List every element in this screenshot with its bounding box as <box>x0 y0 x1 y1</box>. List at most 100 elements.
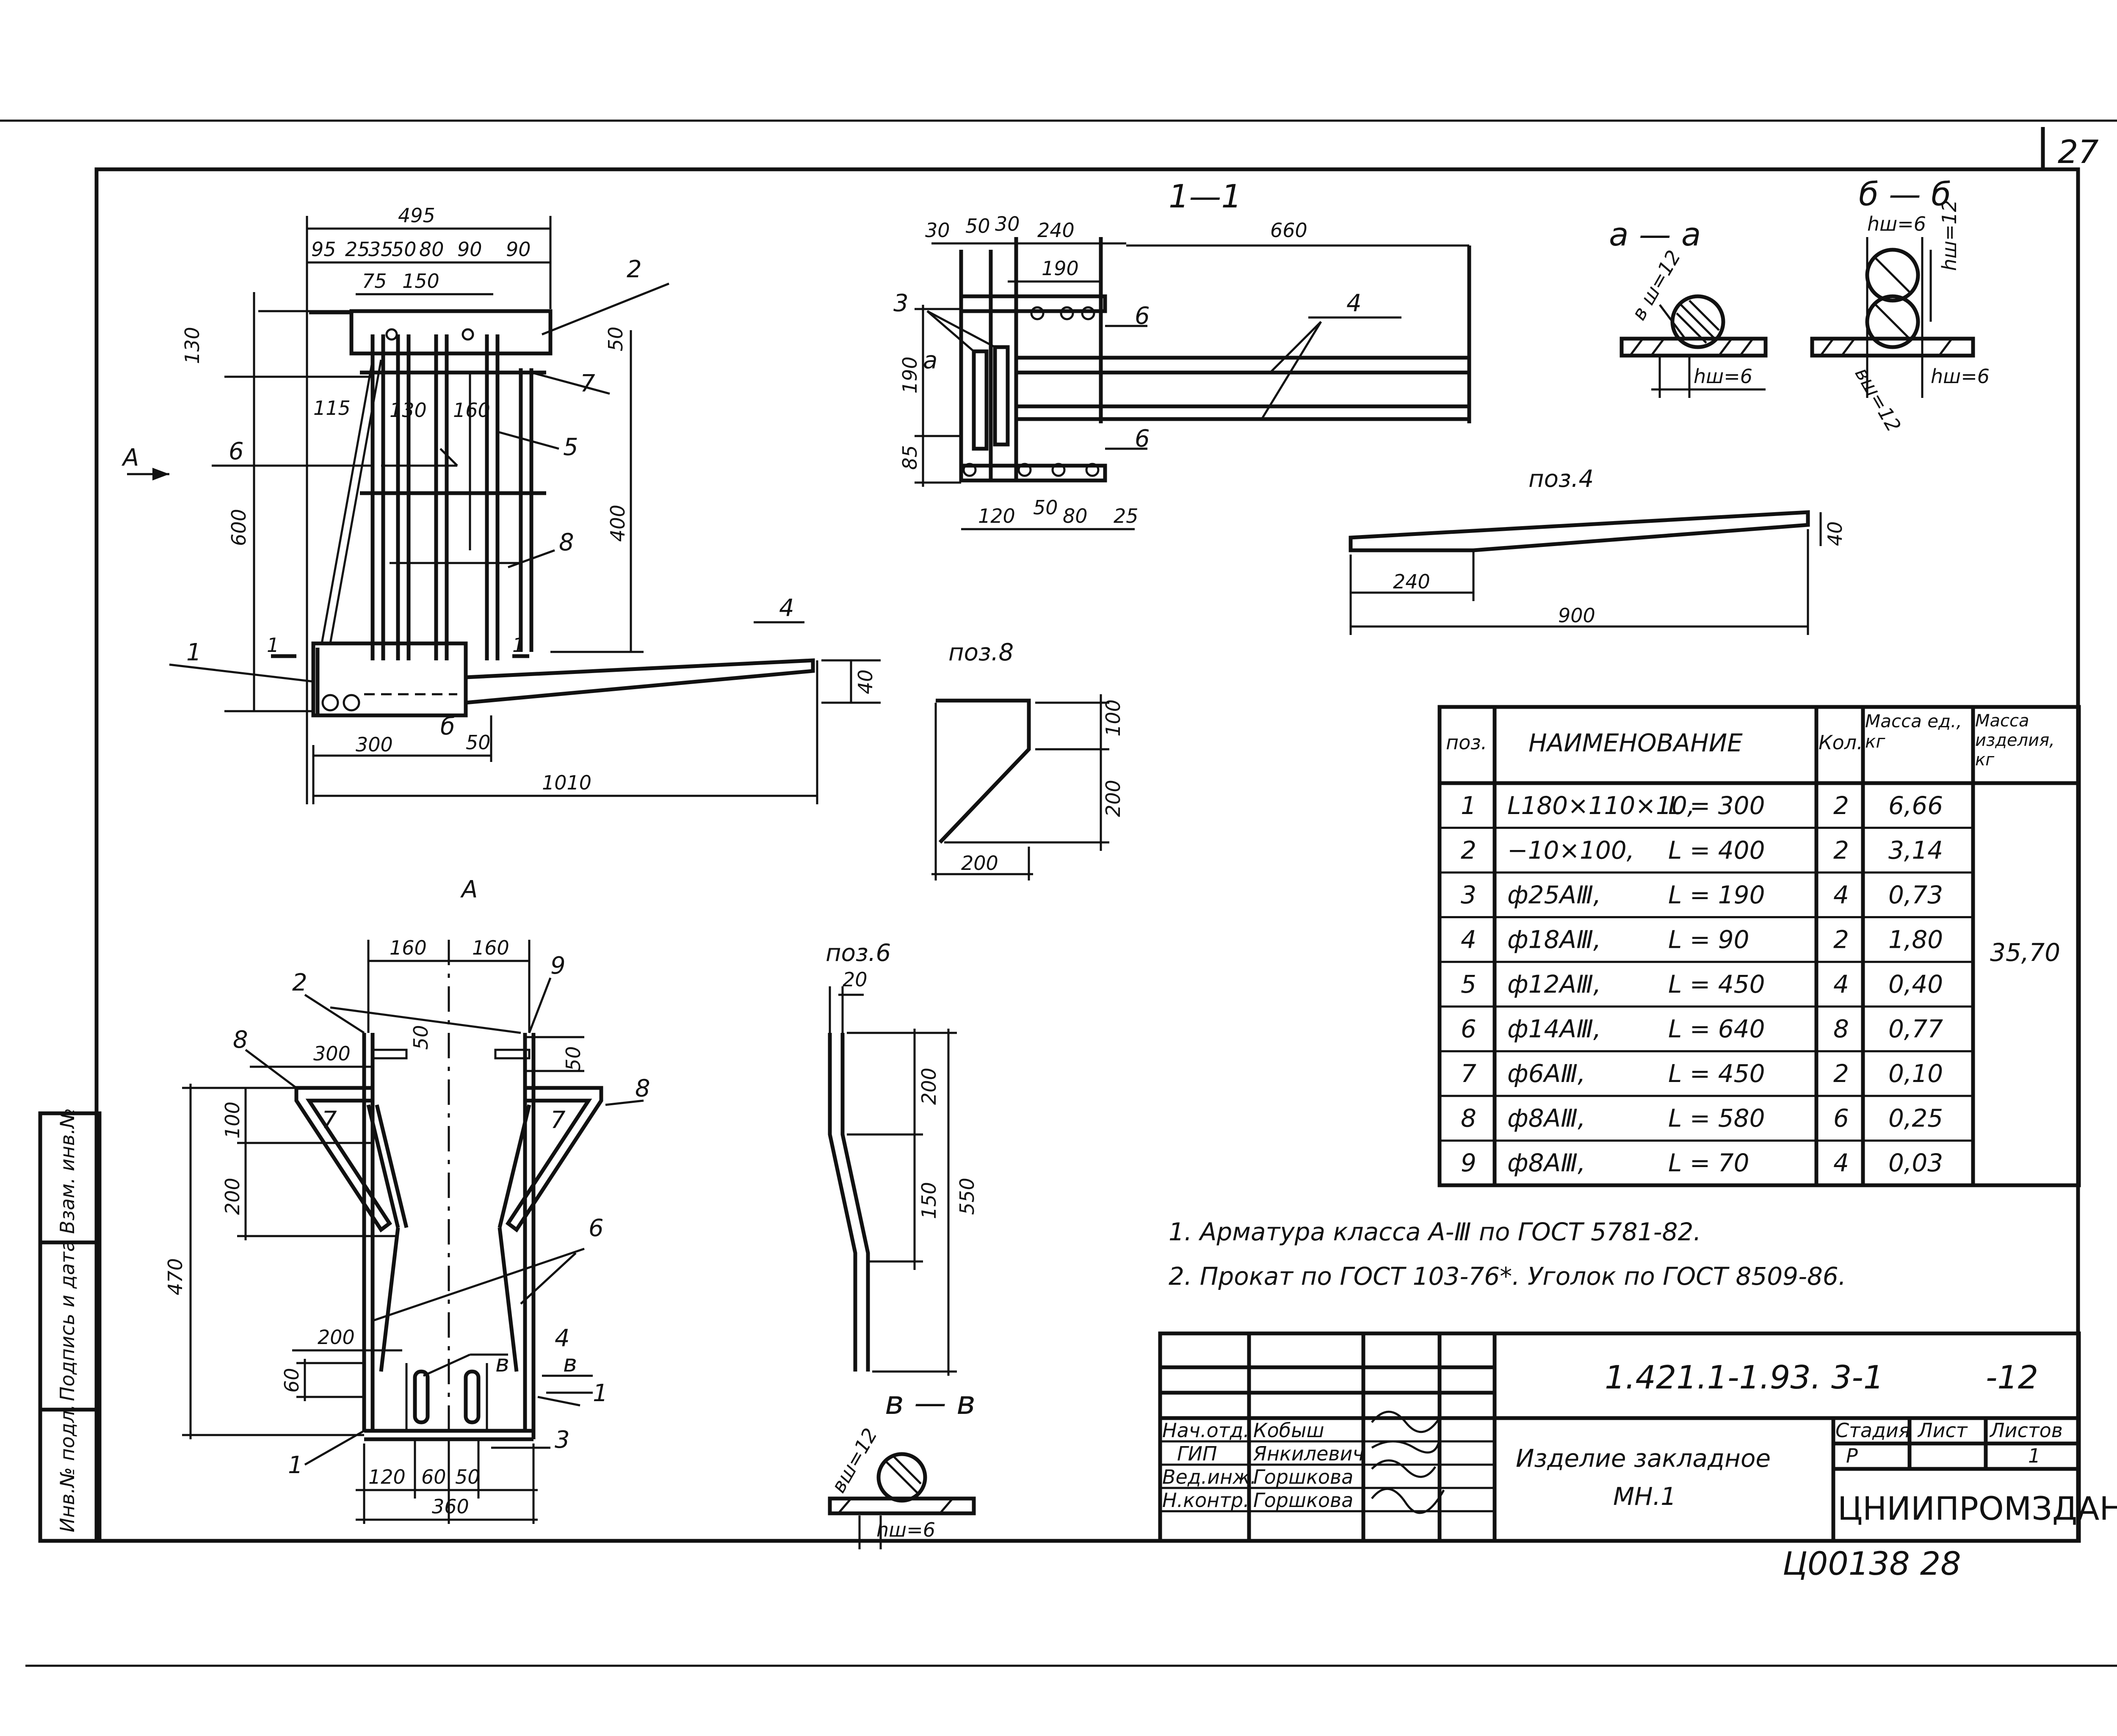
spec-cell-length: L = 400 <box>1668 836 1765 864</box>
spec-cell-mass: 6,66 <box>1888 791 1943 820</box>
spec-cell-length: L = 450 <box>1668 970 1765 999</box>
plan-dim-115: 115 <box>313 397 351 420</box>
plan-callout-4: 4 <box>779 594 794 622</box>
pos8-dim-100: 100 <box>1102 699 1125 737</box>
plan-view-arrow: А <box>122 444 139 472</box>
plan-callout-2: 2 <box>627 256 642 283</box>
sheet-label: Лист <box>1917 1419 1968 1442</box>
spec-cell-length: L = 640 <box>1668 1015 1765 1043</box>
sheets-label: Листов <box>1989 1419 2063 1442</box>
s11-callout-6a: 6 <box>1135 302 1150 330</box>
plan-dim-35: 35 <box>368 238 393 261</box>
s11-dim-50b: 50 <box>1033 496 1058 519</box>
spec-cell-pos: 9 <box>1461 1148 1476 1177</box>
plan-dim-80: 80 <box>419 238 444 261</box>
page-number: 27 <box>2058 133 2099 171</box>
spec-cell-name: ф8АⅢ, <box>1507 1104 1586 1133</box>
plan-cut-1b: 1 <box>512 634 525 657</box>
side-stamp-2: Подпись и дата <box>56 1240 79 1401</box>
va-callout-7b: 7 <box>550 1107 566 1134</box>
s11-dim-80: 80 <box>1063 505 1088 527</box>
spec-head-mass-total: Масса изделия, кг <box>1975 711 2055 770</box>
role-1: Нач.отд. <box>1162 1419 1249 1442</box>
plan-cut-b: б <box>440 713 455 740</box>
s11-dim-190l: 190 <box>898 356 921 394</box>
pos4-dim-240: 240 <box>1393 570 1430 593</box>
spec-cell-name: ф14АⅢ, <box>1507 1015 1601 1043</box>
role-2: ГИП <box>1177 1442 1217 1465</box>
section-v-v-title: в — в <box>885 1384 976 1421</box>
pos8-dim-200v: 200 <box>1102 780 1125 817</box>
s11-callout-3: 3 <box>893 290 909 317</box>
pos4-dim-40: 40 <box>1824 521 1846 546</box>
s11-dim-240: 240 <box>1037 219 1075 242</box>
va-callout-3: 3 <box>555 1426 570 1454</box>
va-dim-50a: 50 <box>409 1025 432 1050</box>
pos4-title: поз.4 <box>1528 465 1594 493</box>
plan-callout-6: 6 <box>229 438 244 465</box>
va-callout-6: 6 <box>589 1214 604 1242</box>
spec-cell-name: L180×110×10, <box>1507 791 1695 820</box>
role-3: Вед.инж. <box>1162 1466 1256 1488</box>
spec-cell-qty: 2 <box>1833 925 1849 954</box>
s11-dim-85: 85 <box>898 445 921 470</box>
spec-cell-mass: 0,77 <box>1888 1015 1943 1043</box>
plan-callout-5: 5 <box>563 433 578 461</box>
plan-dim-90b: 90 <box>506 238 531 261</box>
spec-cell-name: ф8АⅢ, <box>1507 1148 1586 1177</box>
section-1-1-title: 1—1 <box>1169 177 1242 215</box>
va-dim-160b: 160 <box>472 936 509 959</box>
pos6-title: поз.6 <box>826 939 891 967</box>
spec-cell-pos: 8 <box>1461 1104 1476 1133</box>
plan-view: 495 95 25 35 50 80 90 90 75 150 130 600 … <box>122 204 881 804</box>
spec-head-name: НАИМЕНОВАНИЕ <box>1528 729 1743 757</box>
spec-cell-length: L = 70 <box>1668 1148 1749 1177</box>
bb-label-weld: вш=12 <box>1850 364 1905 436</box>
spec-cell-mass: 0,40 <box>1888 970 1943 999</box>
pos4-detail: поз.4 240 900 40 <box>1349 465 1846 635</box>
spec-cell-length: L = 450 <box>1668 1059 1765 1088</box>
spec-cell-mass: 1,80 <box>1888 925 1943 954</box>
spec-cell-mass: 0,73 <box>1888 880 1943 909</box>
s11-dim-50: 50 <box>965 215 990 237</box>
plan-callout-1: 1 <box>186 639 202 666</box>
side-stamp-1: Инв.№ подл. <box>56 1404 79 1532</box>
spec-cell-qty: 8 <box>1833 1015 1849 1043</box>
spec-cell-qty: 4 <box>1833 1148 1849 1177</box>
va-callout-8a: 8 <box>233 1026 248 1054</box>
s11-dim-120: 120 <box>978 505 1015 527</box>
plan-dim-600: 600 <box>227 509 250 546</box>
spec-head-qty: Кол. <box>1819 731 1863 754</box>
pos6-dim-550: 550 <box>956 1178 978 1215</box>
va-callout-7a: 7 <box>322 1107 337 1134</box>
plan-dim-95: 95 <box>311 238 336 261</box>
pos8-dim-200h: 200 <box>961 852 998 875</box>
spec-cell-length: L = 580 <box>1668 1104 1765 1133</box>
plan-dim-40: 40 <box>854 669 877 694</box>
va-dim-160a: 160 <box>390 936 427 959</box>
spec-cell-name: ф18АⅢ, <box>1507 925 1601 954</box>
plan-dim-160: 160 <box>453 399 490 422</box>
title-line1: Изделие закладное <box>1516 1444 1771 1473</box>
va-dim-200b: 200 <box>318 1326 355 1349</box>
spec-cell-pos: 1 <box>1461 791 1476 820</box>
plan-dim-130: 130 <box>181 327 204 364</box>
aa-label-vsh: в ш=12 <box>1627 246 1685 324</box>
aa-label-hsh: hш=6 <box>1694 365 1752 388</box>
plan-dim-50: 50 <box>392 238 417 261</box>
va-dim-50c: 50 <box>455 1466 480 1488</box>
s11-dim-660: 660 <box>1270 219 1307 242</box>
spec-cell-pos: 3 <box>1461 880 1476 909</box>
plan-dim-300: 300 <box>356 733 393 756</box>
name-2: Янкилевич <box>1253 1442 1364 1465</box>
spec-cell-pos: 4 <box>1461 925 1476 954</box>
pos6-dim-150: 150 <box>918 1182 940 1219</box>
va-dim-360: 360 <box>432 1495 469 1518</box>
plan-dim-90a: 90 <box>457 238 482 261</box>
va-callout-4: 4 <box>555 1325 570 1352</box>
spec-cell-length: L = 90 <box>1668 925 1749 954</box>
spec-total-mass: 35,70 <box>1990 938 2060 967</box>
section-a-a-title: а — а <box>1609 215 1701 253</box>
